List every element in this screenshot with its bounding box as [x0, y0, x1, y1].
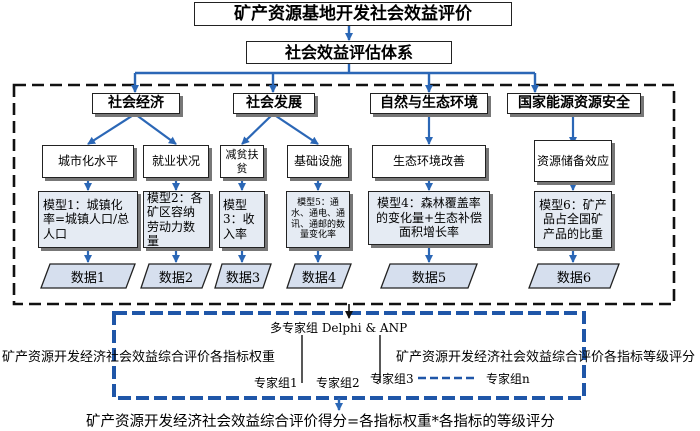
indicator-infrastructure: 基础设施	[287, 145, 349, 178]
category-label: 国家能源资源安全	[518, 95, 630, 112]
model-5-text: 模型5：通水、通电、通讯、通邮的数量变化率	[290, 197, 345, 241]
data-4-node: 数据4	[286, 263, 352, 289]
indicator-resource-reserve: 资源储备效应	[534, 140, 612, 182]
category-to-indicator-connectors	[87, 113, 577, 145]
model-4-box: 模型4：森林覆盖率的变化量+生态补偿面积增长率	[368, 191, 490, 245]
model-2-box: 模型2：各矿区容纳劳动力数量	[143, 191, 210, 248]
final-score-formula: 矿产资源开发经济社会效益综合评价得分=各指标权重*各指标的等级评分	[86, 414, 555, 430]
data-3-label: 数据3	[225, 270, 261, 286]
model-3-text: 模型3：收入率	[223, 197, 255, 241]
category-social-development: 社会发展	[233, 93, 315, 114]
model-6-box: 模型6：矿产品占全国矿产品的比重	[534, 191, 612, 248]
left-weight-label: 矿产资源开发经济社会效益综合评价各指标权重	[2, 350, 276, 365]
expert-header: 多专家组 Delphi & ANP	[270, 321, 408, 335]
data-4-label: 数据4	[301, 270, 337, 286]
indicator-to-model-arrows	[84, 178, 577, 191]
category-label: 社会发展	[246, 95, 302, 112]
model-to-data-arrows	[84, 248, 577, 263]
indicator-label: 就业状况	[151, 154, 200, 169]
model-4-text: 模型4：森林覆盖率的变化量+生态补偿面积增长率	[375, 196, 483, 240]
right-score-label: 矿产资源开发经济社会效益综合评价各指标等级评分	[396, 350, 696, 365]
expert-group-1: 专家组1	[254, 376, 298, 390]
indicator-label: 资源储备效应	[536, 153, 609, 168]
data-2-label: 数据2	[158, 270, 194, 286]
data-1-label: 数据1	[70, 270, 106, 286]
model-1-box: 模型1：城镇化率=城镇人口/总人口	[38, 191, 138, 248]
data-6-label: 数据6	[556, 270, 592, 286]
category-ecology: 自然与生态环境	[370, 93, 488, 114]
indicator-ecological-improvement: 生态环境改善	[372, 145, 486, 178]
category-energy-security: 国家能源资源安全	[507, 93, 641, 114]
dashed-frame	[12, 83, 676, 306]
data-6-node: 数据6	[528, 263, 620, 289]
expert-group-3: 专家组3	[370, 372, 414, 386]
model-5-box: 模型5：通水、通电、通讯、通邮的数量变化率	[286, 191, 350, 248]
data-1-node: 数据1	[40, 263, 136, 289]
model-6-text: 模型6：矿产品占全国矿产品的比重	[539, 197, 607, 241]
indicator-label: 生态环境改善	[392, 154, 465, 169]
indicator-label: 城市化水平	[57, 154, 118, 169]
category-social-economy: 社会经济	[92, 93, 180, 114]
system-box: 社会效益评估体系	[246, 41, 452, 64]
main-title-box: 矿产资源基地开发社会效益评价	[194, 2, 512, 26]
expert-divider-lines	[301, 335, 381, 383]
data-5-label: 数据5	[411, 270, 447, 286]
indicator-label: 减贫扶贫	[225, 148, 259, 175]
expert-group-n: 专家组n	[486, 372, 530, 386]
model-2-text: 模型2：各矿区容纳劳动力数量	[147, 190, 203, 248]
model-1-text: 模型1：城镇化率=城镇人口/总人口	[43, 197, 130, 241]
data-5-node: 数据5	[380, 263, 478, 289]
indicator-label: 基础设施	[293, 154, 342, 169]
data-2-node: 数据2	[140, 263, 212, 289]
system-to-categories-connector	[131, 64, 539, 93]
category-label: 自然与生态环境	[380, 95, 478, 112]
expert-group-2: 专家组2	[316, 376, 360, 390]
category-label: 社会经济	[108, 95, 164, 112]
data-3-node: 数据3	[214, 263, 272, 289]
main-title: 矿产资源基地开发社会效益评价	[234, 3, 472, 24]
indicator-employment: 就业状况	[143, 145, 209, 178]
indicator-poverty-alleviation: 减贫扶贫	[220, 145, 264, 178]
system-title: 社会效益评估体系	[284, 42, 413, 62]
indicator-urbanization: 城市化水平	[42, 145, 134, 178]
model-3-box: 模型3：收入率	[219, 191, 265, 248]
